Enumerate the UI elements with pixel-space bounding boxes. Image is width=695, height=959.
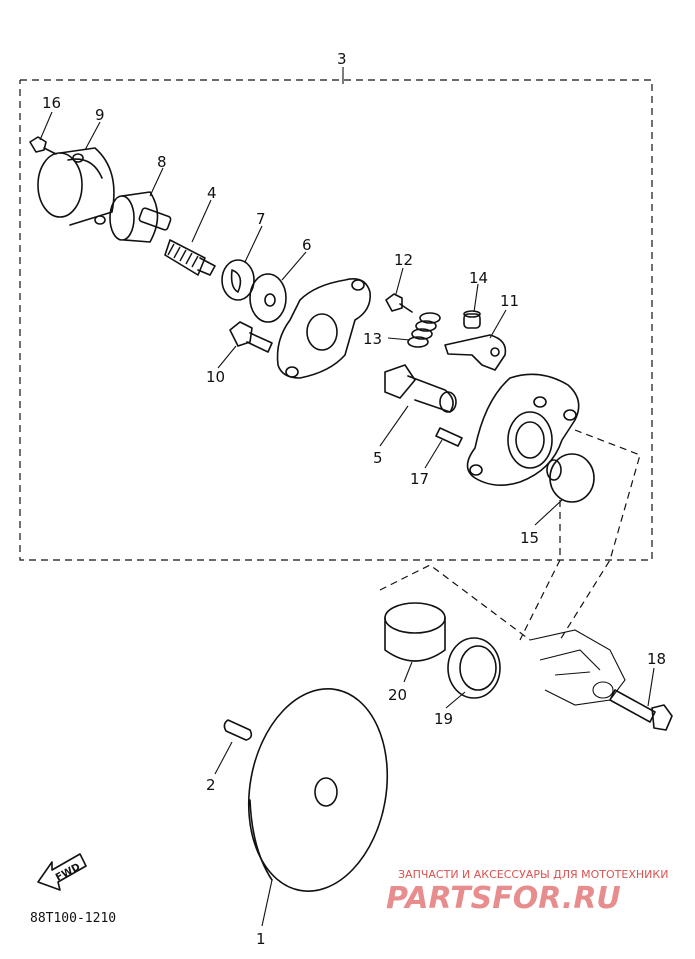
part-4-threaded-rod xyxy=(164,239,216,276)
label-9: 9 xyxy=(95,106,105,124)
part-10-bolt xyxy=(229,321,273,353)
engine-case-fragment xyxy=(529,629,626,706)
watermark-tagline: ЗАПЧАСТИ И АКСЕССУАРЫ ДЛЯ МОТОТЕХНИКИ xyxy=(398,868,668,881)
part-2-key xyxy=(223,719,253,741)
label-6: 6 xyxy=(302,236,312,254)
label-3: 3 xyxy=(337,50,347,68)
label-19: 19 xyxy=(434,710,453,728)
part-6-washer xyxy=(249,273,287,323)
fwd-arrow-icon: FWD xyxy=(37,853,87,891)
part-20-bush xyxy=(384,602,446,662)
part-13-spring xyxy=(407,312,441,348)
flange-plate xyxy=(276,278,372,379)
part-12-small-bolt xyxy=(385,293,413,313)
label-5: 5 xyxy=(373,449,383,467)
fwd-label: FWD xyxy=(54,862,82,884)
label-11: 11 xyxy=(500,292,519,310)
part-19-seal xyxy=(447,637,501,699)
part-15-plug xyxy=(546,453,595,503)
part-14-collar xyxy=(463,310,481,329)
label-18: 18 xyxy=(647,650,666,668)
assembly-boundary xyxy=(19,67,653,641)
label-12: 12 xyxy=(394,251,413,269)
watermark-brand: PARTSFOR.RU xyxy=(386,881,621,916)
label-2: 2 xyxy=(206,776,216,794)
label-17: 17 xyxy=(410,470,429,488)
part-11-lever xyxy=(444,334,507,371)
part-labels: 1 2 3 4 5 6 7 8 9 10 11 12 13 14 15 16 1… xyxy=(42,50,666,948)
label-13: 13 xyxy=(363,330,382,348)
part-17-pin xyxy=(435,427,463,447)
leader-lines xyxy=(39,111,655,927)
part-1-pulley xyxy=(247,688,389,892)
watermark: ЗАПЧАСТИ И АКСЕССУАРЫ ДЛЯ МОТОТЕХНИКИ PA… xyxy=(386,868,668,916)
label-4: 4 xyxy=(207,184,217,202)
label-1: 1 xyxy=(256,930,266,948)
label-15: 15 xyxy=(520,529,539,547)
part-7-clip-washer xyxy=(221,259,255,301)
label-14: 14 xyxy=(469,269,488,287)
part-5-cam xyxy=(384,364,457,413)
label-7: 7 xyxy=(256,210,266,228)
main-case xyxy=(466,373,580,486)
part-18-long-bolt xyxy=(609,689,673,731)
part-8-shaft xyxy=(109,191,172,243)
part-16-screw xyxy=(29,136,57,155)
label-16: 16 xyxy=(42,94,61,112)
label-8: 8 xyxy=(157,153,167,171)
drawing-code: 88T100-1210 xyxy=(30,911,116,926)
label-20: 20 xyxy=(388,686,407,704)
label-10: 10 xyxy=(206,368,225,386)
part-9-cap xyxy=(37,147,115,226)
